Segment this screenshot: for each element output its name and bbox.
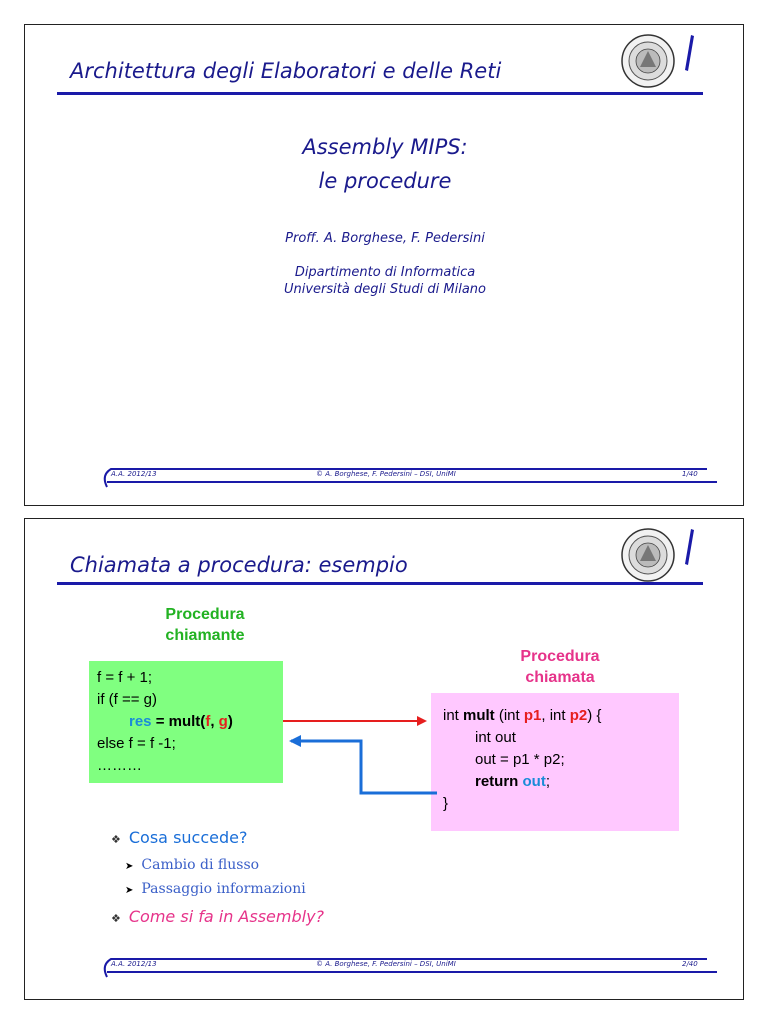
footer-copyright: © A. Borghese, F. Pedersini – DSI, UniMI <box>316 960 456 968</box>
code-token: = <box>151 713 169 730</box>
diamond-bullet-icon: ❖ <box>111 833 121 846</box>
code-token: , <box>210 713 219 730</box>
logo-stroke-icon <box>685 35 694 71</box>
bullet-question-2: ❖ Come si fa in Assembly? <box>111 907 324 926</box>
code-line: out = p1 * p2; <box>475 751 565 768</box>
code-token-mult: mult <box>463 707 495 724</box>
code-line-call: res = mult(f, g) <box>97 711 283 733</box>
callee-label: Procedura chiamata <box>485 646 635 688</box>
sub-bullet-1: ➤ Cambio di flusso <box>125 857 259 873</box>
question-1-text: Cosa succede? <box>128 828 248 847</box>
arrowhead-bullet-icon: ➤ <box>125 861 134 872</box>
slide-footer: A.A. 2012/13 © A. Borghese, F. Pedersini… <box>97 955 717 981</box>
code-token: ) { <box>587 707 602 724</box>
return-arrow <box>289 735 437 795</box>
subtitle-line-1: Assembly MIPS: <box>302 135 468 159</box>
slide-title: Architettura degli Elaboratori e delle R… <box>70 59 502 83</box>
university-seal-icon <box>621 528 675 582</box>
code-token-return: return <box>475 773 523 790</box>
code-token-p1: p1 <box>523 707 542 724</box>
caller-code-box: f = f + 1; if (f == g) res = mult(f, g) … <box>89 661 283 783</box>
code-line: } <box>443 795 449 812</box>
footer-page-number: 2/40 <box>682 960 698 968</box>
code-line: ……… <box>97 757 142 774</box>
caller-label: Procedura chiamante <box>130 604 280 646</box>
authors: Proff. A. Borghese, F. Pedersini <box>285 231 485 246</box>
code-token-p2: p2 <box>569 707 588 724</box>
sub-bullet-1-text: Cambio di flusso <box>141 857 260 873</box>
code-token-f: f <box>205 713 211 730</box>
code-line: int out <box>475 729 516 746</box>
footer-year: A.A. 2012/13 <box>111 470 157 478</box>
sub-bullet-2-text: Passaggio informazioni <box>141 881 306 897</box>
code-token: (int <box>494 707 524 724</box>
question-2-text: Come si fa in Assembly? <box>128 907 325 926</box>
code-line-signature: int mult (int p1, int p2) { <box>443 705 679 727</box>
footer-page-number: 1/40 <box>682 470 698 478</box>
department-line-2: Università degli Studi di Milano <box>283 282 487 297</box>
callee-label-line-1: Procedura <box>520 648 600 665</box>
code-line-return: return out; <box>443 771 679 793</box>
code-token-res: res <box>129 713 152 730</box>
callee-code-box: int mult (int p1, int p2) { int out out … <box>431 693 679 831</box>
footer-frame <box>103 958 717 978</box>
sub-bullet-2: ➤ Passaggio informazioni <box>125 881 306 897</box>
code-token: ) <box>227 713 233 730</box>
department-line-1: Dipartimento di Informatica <box>294 265 476 280</box>
slide-1: Architettura degli Elaboratori e delle R… <box>24 24 744 506</box>
slide-title: Chiamata a procedura: esempio <box>70 553 408 577</box>
title-rule <box>57 582 703 585</box>
slide-footer: A.A. 2012/13 © A. Borghese, F. Pedersini… <box>97 465 717 491</box>
footer-year: A.A. 2012/13 <box>111 960 157 968</box>
code-line: else f = f -1; <box>97 735 176 752</box>
code-token-out: out <box>522 773 546 790</box>
code-token-g: g <box>218 713 228 730</box>
code-line: if (f == g) <box>97 691 158 708</box>
university-seal-icon <box>621 34 675 88</box>
diamond-bullet-icon: ❖ <box>111 912 121 925</box>
code-line: f = f + 1; <box>97 669 153 686</box>
subtitle-line-2: le procedure <box>318 169 452 193</box>
title-rule <box>57 92 703 95</box>
slide-2: Chiamata a procedura: esempio Procedura … <box>24 518 744 1000</box>
code-token: int <box>443 707 464 724</box>
code-token-mult: mult( <box>168 713 206 730</box>
arrowhead-bullet-icon: ➤ <box>125 885 134 896</box>
footer-frame <box>103 468 717 488</box>
footer-copyright: © A. Borghese, F. Pedersini – DSI, UniMI <box>316 470 456 478</box>
callee-label-line-2: chiamata <box>525 669 595 686</box>
caller-label-line-1: Procedura <box>165 606 245 623</box>
flow-arrows <box>283 716 437 795</box>
code-token: , int <box>541 707 570 724</box>
logo-stroke-icon <box>685 529 694 565</box>
caller-label-line-2: chiamante <box>165 627 245 644</box>
code-token: ; <box>545 773 551 790</box>
bullet-question-1: ❖ Cosa succede? <box>111 828 247 847</box>
